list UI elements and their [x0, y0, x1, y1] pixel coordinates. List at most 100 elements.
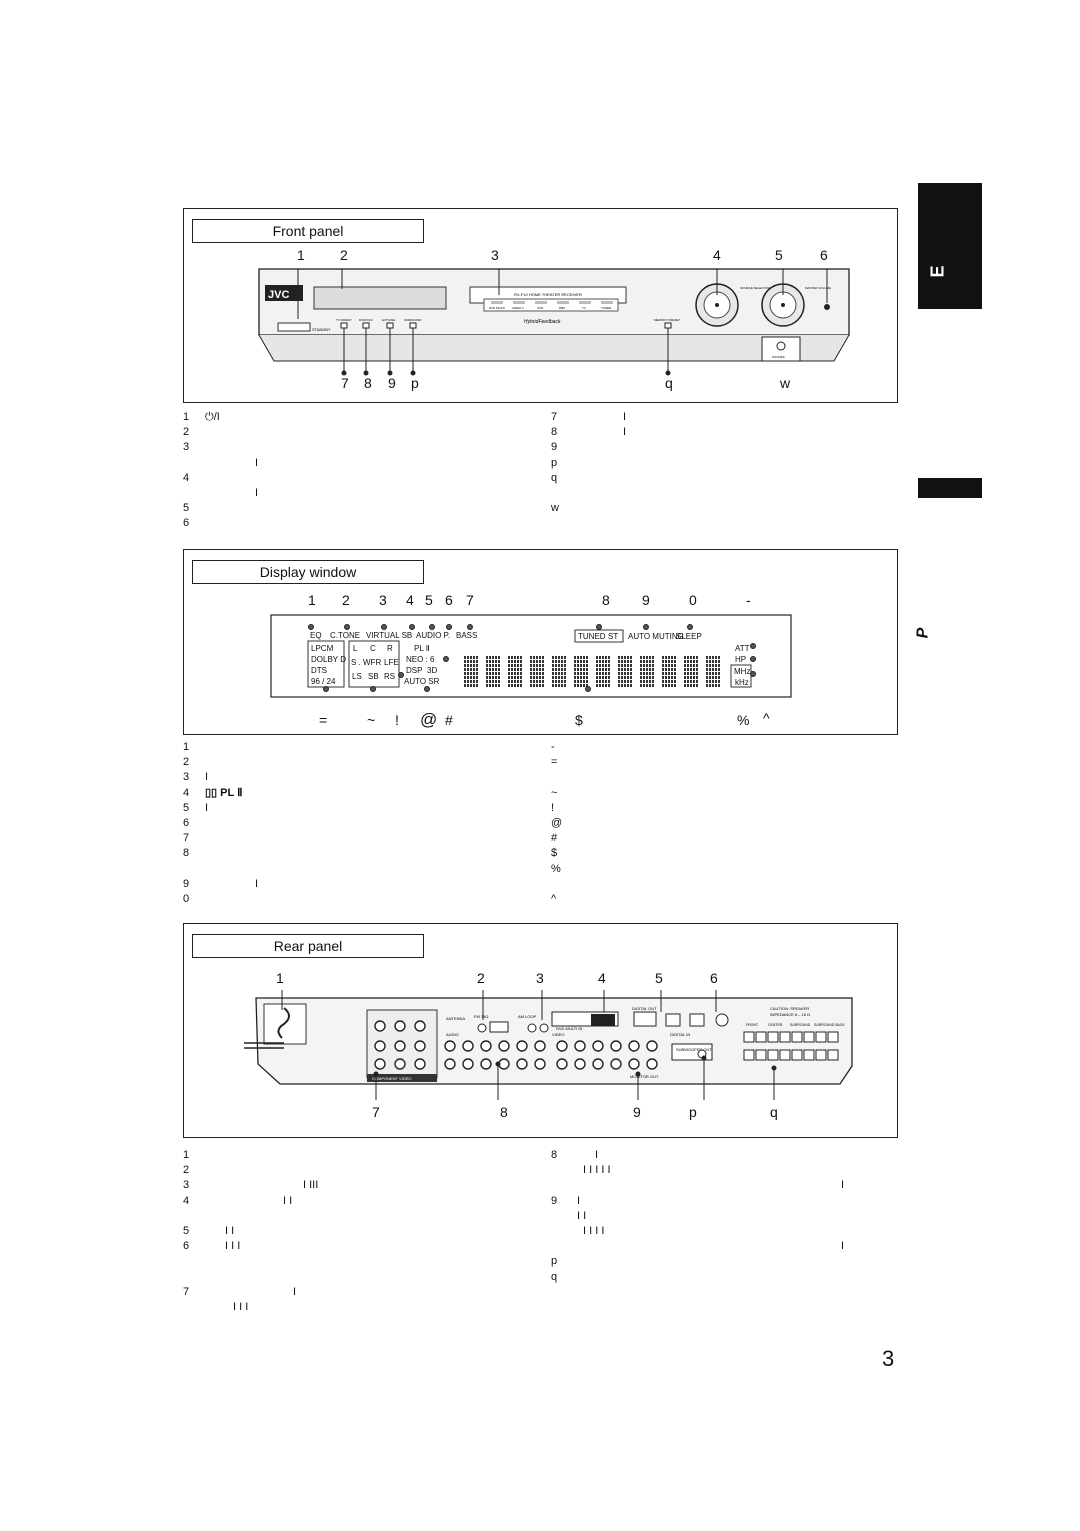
- matrix-dot: [643, 680, 645, 683]
- matrix-dot: [580, 676, 582, 679]
- callout: !: [395, 712, 399, 728]
- matrix-dot: [574, 668, 576, 671]
- matrix-dot: [665, 660, 667, 663]
- matrix-dot: [696, 668, 698, 671]
- matrix-dot: [558, 672, 560, 675]
- matrix-dot: [558, 680, 560, 683]
- matrix-dot: [473, 684, 475, 687]
- matrix-dot: [558, 668, 560, 671]
- callout: $: [575, 712, 583, 728]
- matrix-dot: [605, 680, 607, 683]
- list-item: 6: [183, 517, 190, 530]
- matrix-dot: [640, 672, 642, 675]
- matrix-dot: [671, 680, 673, 683]
- brand-logo: JVC: [268, 289, 289, 301]
- list-item: @: [551, 817, 563, 830]
- display-illustration: EQ C.TONE VIRTUAL SB AUDIO P. BASS LPCM …: [270, 614, 792, 698]
- list-item: 0: [183, 893, 190, 906]
- matrix-dot: [473, 656, 475, 659]
- matrix-dot: [517, 664, 519, 667]
- rear-panel-illustration: COMPONENT VIDEO ANTENNA FM 75Ω AM LOOP A…: [244, 990, 853, 1100]
- list-item: #: [551, 832, 558, 845]
- svg-text:TUNER: TUNER: [601, 306, 612, 310]
- matrix-dot: [467, 684, 469, 687]
- list-item: I I I I I: [583, 1164, 611, 1177]
- display-window-section: Display window 1 2 3 4 5 6 7 8 9 0 - EQ …: [183, 549, 898, 735]
- matrix-dot: [464, 680, 466, 683]
- matrix-dot: [558, 664, 560, 667]
- matrix-dot: [674, 656, 676, 659]
- matrix-dot: [624, 664, 626, 667]
- matrix-dot: [508, 660, 510, 663]
- matrix-dot: [476, 676, 478, 679]
- matrix-dot: [596, 656, 598, 659]
- section-tab: [918, 478, 982, 498]
- svg-text:AUTO SR: AUTO SR: [404, 677, 440, 686]
- svg-text:MONITOR OUT: MONITOR OUT: [630, 1074, 659, 1079]
- matrix-dot: [690, 664, 692, 667]
- matrix-dot: [712, 684, 714, 687]
- matrix-dot: [618, 664, 620, 667]
- matrix-dot: [649, 656, 651, 659]
- svg-text:BASS: BASS: [456, 631, 477, 640]
- matrix-dot: [674, 668, 676, 671]
- matrix-dot: [643, 664, 645, 667]
- svg-text:DVD MULTI: DVD MULTI: [489, 306, 505, 310]
- matrix-dot: [476, 672, 478, 675]
- list-item: 4: [183, 471, 190, 484]
- matrix-dot: [530, 660, 532, 663]
- matrix-dot: [464, 660, 466, 663]
- svg-text:ATT: ATT: [735, 644, 750, 653]
- svg-text:S . WFR: S . WFR: [351, 658, 381, 667]
- svg-text:SURROUND: SURROUND: [404, 318, 422, 322]
- matrix-dot: [492, 680, 494, 683]
- matrix-dot: [561, 668, 563, 671]
- list-item: [183, 1254, 318, 1269]
- matrix-dot: [608, 668, 610, 671]
- matrix-dot: [473, 680, 475, 683]
- matrix-dot: [718, 680, 720, 683]
- matrix-dot: [470, 668, 472, 671]
- svg-text:3D: 3D: [427, 666, 437, 675]
- svg-text:AUTO MUTING: AUTO MUTING: [628, 632, 684, 641]
- matrix-dot: [618, 656, 620, 659]
- matrix-dot: [693, 676, 695, 679]
- matrix-dot: [706, 672, 708, 675]
- matrix-dot: [687, 668, 689, 671]
- matrix-dot: [467, 680, 469, 683]
- list-item: [551, 770, 573, 785]
- matrix-dot: [643, 684, 645, 687]
- callout: 6: [445, 592, 453, 608]
- matrix-dot: [577, 680, 579, 683]
- matrix-dot: [552, 684, 554, 687]
- matrix-dot: [539, 656, 541, 659]
- matrix-dot: [473, 676, 475, 679]
- svg-text:C: C: [370, 644, 376, 653]
- matrix-dot: [514, 680, 516, 683]
- matrix-dot: [690, 656, 692, 659]
- list-item: 2: [183, 756, 190, 769]
- matrix-dot: [536, 668, 538, 671]
- matrix-dot: [599, 664, 601, 667]
- matrix-dot: [555, 672, 557, 675]
- matrix-dot: [668, 676, 670, 679]
- callout: 7: [372, 1104, 380, 1120]
- svg-text:kHz: kHz: [735, 678, 749, 687]
- matrix-dot: [662, 680, 664, 683]
- svg-text:SUBWOOFER OUT: SUBWOOFER OUT: [676, 1047, 712, 1052]
- matrix-dot: [652, 656, 654, 659]
- matrix-dot: [715, 664, 717, 667]
- svg-text:DSP: DSP: [406, 666, 422, 675]
- matrix-dot: [498, 672, 500, 675]
- matrix-dot: [715, 672, 717, 675]
- matrix-dot: [602, 664, 604, 667]
- svg-text:PHONES: PHONES: [772, 355, 785, 359]
- display-window-title: Display window: [192, 560, 424, 584]
- callout: %: [737, 712, 750, 728]
- matrix-dot: [706, 660, 708, 663]
- matrix-dot: [561, 656, 563, 659]
- matrix-dot: [640, 680, 642, 683]
- matrix-dot: [555, 668, 557, 671]
